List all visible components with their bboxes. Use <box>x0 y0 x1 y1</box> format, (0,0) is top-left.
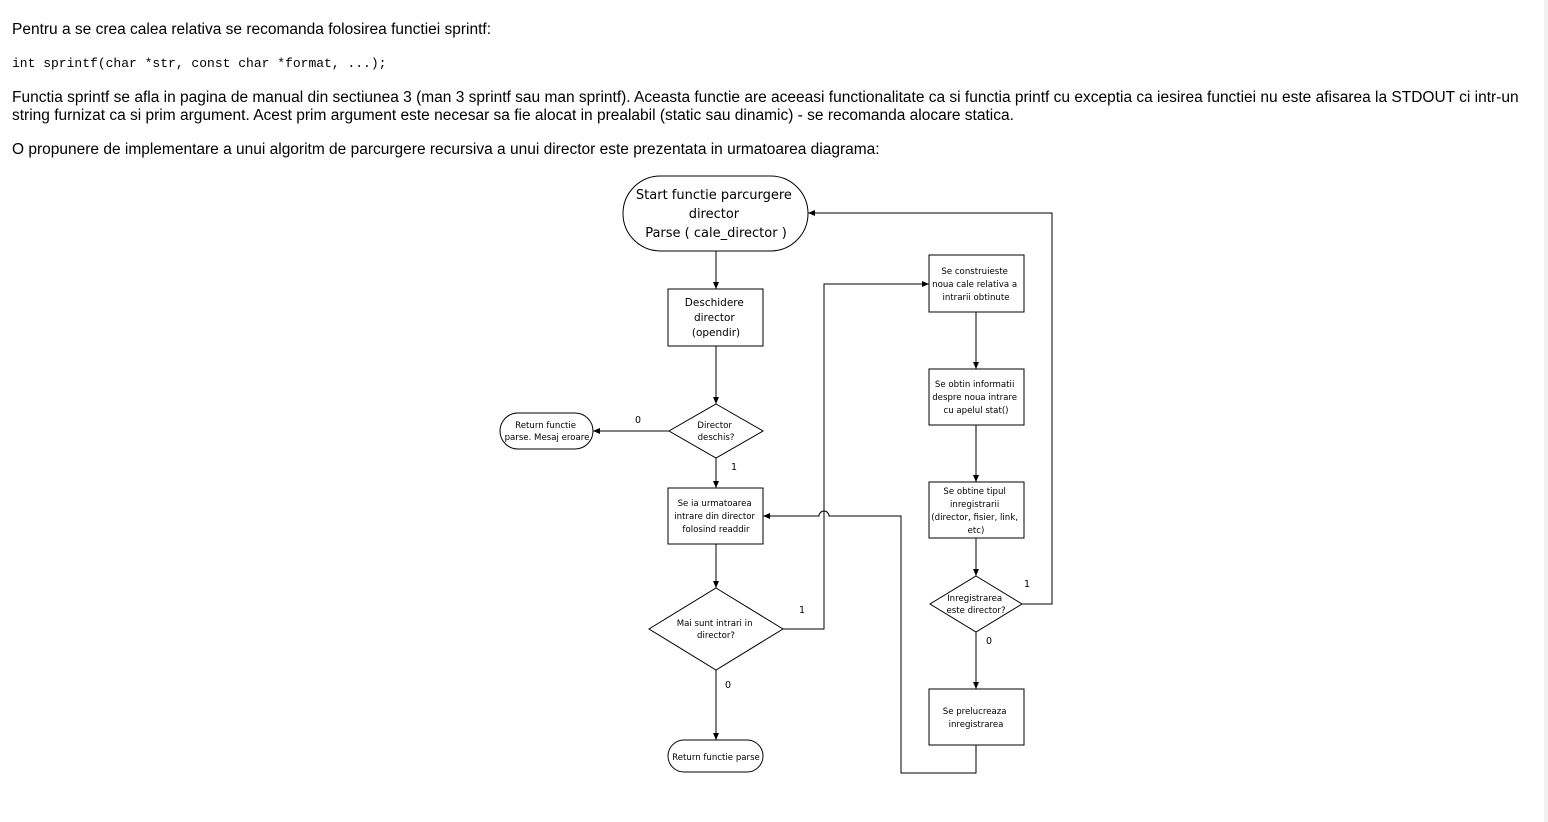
type-line-1: Se obtine tipul <box>943 487 1005 497</box>
diagram-intro-paragraph: O propunere de implementare a unui algor… <box>12 141 880 158</box>
process-line-1: Se prelucreaza <box>943 707 1007 717</box>
build-line-3: intrarii obtinute <box>942 293 1009 303</box>
scrollbar-edge <box>1544 0 1548 822</box>
more-line-2: director? <box>697 631 735 641</box>
get-info-text: Se obtin informatii despre noua intrare … <box>932 380 1020 416</box>
return-parse-text: Return functie parse <box>672 753 760 763</box>
build-line-2: noua cale relativa a <box>932 280 1017 290</box>
start-line-2: director <box>689 207 740 222</box>
info-line-2: despre noua intrare <box>932 393 1017 403</box>
isdir-line-1: Inregistrarea <box>947 594 1002 604</box>
start-terminal-text: Start functie parcurgere director Parse … <box>636 188 796 241</box>
open-directory-box <box>667 288 764 347</box>
process-entry-box <box>928 688 1025 746</box>
build-path-text: Se construieste noua cale relativa a int… <box>932 267 1020 303</box>
code-sprintf-signature: int sprintf(char *str, const char *forma… <box>12 56 387 71</box>
label-isdir-no: 0 <box>986 636 992 647</box>
error-line-1: Return functie <box>515 421 576 431</box>
open-directory-text: Deschidere director (opendir) <box>685 297 747 339</box>
open-line-1: Deschidere <box>685 297 744 309</box>
directory-opened-decision <box>667 403 765 459</box>
error-line-2: parse. Mesaj eroare <box>505 433 590 443</box>
sprintf-description-paragraph: Functia sprintf se afla in pagina de man… <box>12 89 1519 124</box>
type-line-3: (director, fisier, link, <box>931 513 1018 523</box>
open-line-2: director <box>694 312 735 324</box>
label-more-yes: 1 <box>799 605 805 616</box>
next-line-3: folosind readdir <box>682 525 750 535</box>
get-info-box <box>928 368 1025 426</box>
process-entry-text: Se prelucreaza inregistrarea <box>943 707 1010 730</box>
info-line-3: cu apelul stat() <box>943 406 1008 416</box>
type-line-2: inregistrarii <box>950 500 999 510</box>
label-opened-no: 0 <box>635 415 641 426</box>
return-error-terminal <box>499 412 594 450</box>
start-line-1: Start functie parcurgere <box>636 188 792 203</box>
label-opened-yes: 1 <box>731 462 737 473</box>
open-line-3: (opendir) <box>692 327 740 339</box>
arrow-isdir-recurse <box>808 210 1053 605</box>
get-type-text: Se obtine tipul inregistrarii (director,… <box>931 487 1020 536</box>
next-entry-text: Se ia urmatoarea intrare din director fo… <box>674 499 757 535</box>
opened-line-1: Director <box>697 421 732 431</box>
next-line-2: intrare din director <box>674 512 755 522</box>
return-error-text: Return functie parse. Mesaj eroare <box>505 421 590 443</box>
is-directory-decision <box>929 575 1023 633</box>
arrow-more-to-build <box>783 281 929 630</box>
is-directory-text: Inregistrarea este director? <box>946 594 1005 616</box>
label-isdir-yes: 1 <box>1024 579 1030 590</box>
more-entries-text: Mai sunt intrari in director? <box>677 619 756 641</box>
more-line-1: Mai sunt intrari in <box>677 619 753 629</box>
process-line-2: inregistrarea <box>949 720 1004 730</box>
more-entries-decision <box>648 587 784 671</box>
label-more-no: 0 <box>725 680 731 691</box>
return-parse-line-1: Return functie parse <box>672 753 760 763</box>
opened-line-2: deschis? <box>698 433 735 443</box>
next-line-1: Se ia urmatoarea <box>678 499 752 509</box>
isdir-line-2: este director? <box>946 606 1005 616</box>
start-line-3: Parse ( cale_director ) <box>645 226 787 241</box>
arrow-process-loop-back <box>763 510 977 774</box>
type-line-4: etc) <box>968 526 985 536</box>
info-line-1: Se obtin informatii <box>935 380 1014 390</box>
intro-paragraph: Pentru a se crea calea relativa se recom… <box>12 21 492 38</box>
build-line-1: Se construieste <box>941 267 1008 277</box>
directory-opened-text: Director deschis? <box>697 421 734 443</box>
